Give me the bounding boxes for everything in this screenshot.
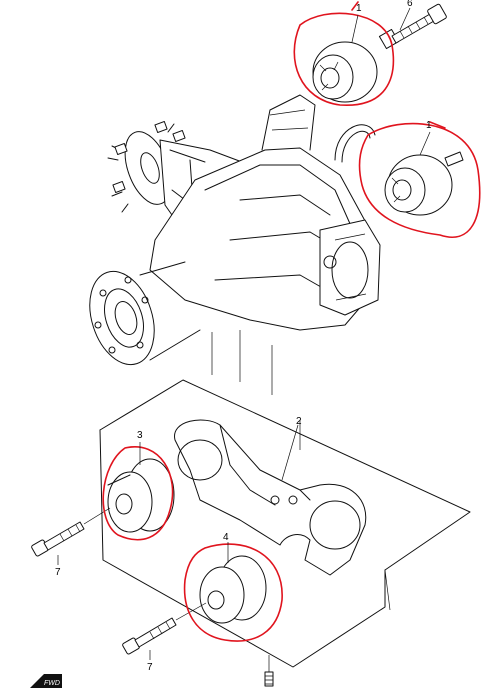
output-flange — [89, 270, 155, 366]
highlight-cushion-4 — [183, 543, 283, 642]
forward-direction-label: FWD — [44, 680, 60, 687]
forward-direction-marker: FWD — [30, 674, 62, 688]
leader-lines — [57, 7, 431, 660]
part-label-7-left: 7 — [55, 567, 61, 578]
rubber-cushion-part-4 — [199, 555, 267, 624]
highlight-cushion-top — [293, 12, 395, 106]
part-label-1-top: 1 — [356, 3, 362, 14]
highlight-cushion-right — [358, 122, 481, 238]
highlight-cushion-3 — [102, 446, 174, 541]
pinion-flange — [107, 121, 186, 213]
stud-bolt-bottom — [264, 655, 274, 687]
rubber-cushion-part-3 — [107, 458, 175, 533]
part-labels: 1 6 1 2 3 4 7 7 — [55, 0, 432, 673]
part-label-7-bottom: 7 — [147, 662, 153, 673]
bolt-part-7-bottom — [122, 602, 207, 655]
bolt-part-6 — [378, 3, 447, 50]
rubber-cushion-top — [312, 41, 378, 103]
part-label-6: 6 — [407, 0, 413, 9]
exploded-view-frame — [99, 379, 471, 668]
part-label-1-right: 1 — [426, 120, 432, 131]
part-label-3: 3 — [137, 430, 143, 441]
bolt-part-7-left — [31, 507, 111, 557]
part-label-4: 4 — [223, 532, 229, 543]
differential-housing — [89, 94, 381, 395]
mount-member-part-2 — [174, 419, 367, 576]
part-label-2: 2 — [296, 416, 302, 427]
red-highlights — [102, 1, 481, 642]
rubber-cushion-right — [384, 151, 464, 216]
